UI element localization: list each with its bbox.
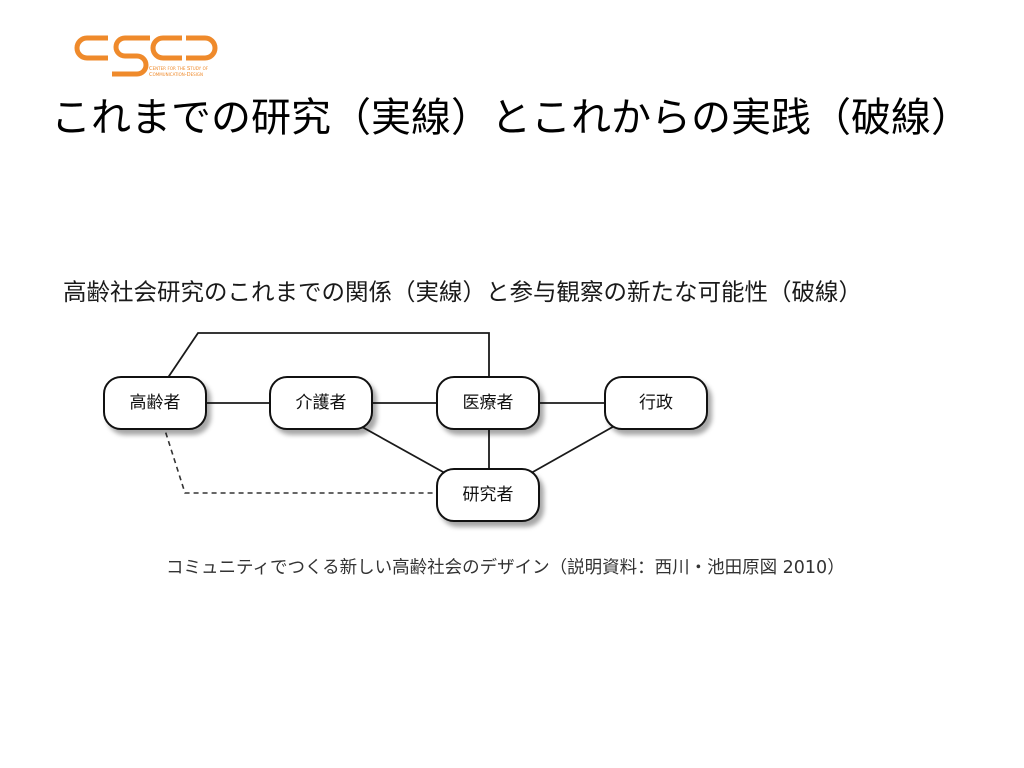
edge-caregiver-researcher <box>354 422 453 478</box>
logo-letter-c <box>74 35 108 61</box>
diagram-heading: 高齢社会研究のこれまでの関係（実線）と参与観察の新たな可能性（破線） <box>63 278 862 306</box>
diagram-edges <box>162 332 626 494</box>
logo-letter-c-second <box>150 35 182 61</box>
logo-letter-d <box>186 35 218 61</box>
edge-elderly-medical <box>162 332 490 386</box>
edge-elderly-researcher <box>162 423 440 494</box>
figure-caption: コミュニティでつくる新しい高齢社会のデザイン（説明資料：西川・池田原図 2010… <box>166 558 845 578</box>
logo-tagline-line2: Communication-Design <box>149 72 203 78</box>
cscd-logo: Center for the Study of Communication-De… <box>70 30 220 82</box>
logo-tagline-line1: Center for the Study of <box>149 66 209 72</box>
node-administration: 行政 <box>604 376 708 430</box>
node-researcher: 研究者 <box>436 468 540 522</box>
slide-title: これまでの研究（実線）とこれからの実践（破線） <box>51 95 971 141</box>
relationship-diagram: 高齢者 介護者 医療者 行政 研究者 <box>90 320 730 540</box>
node-caregiver: 介護者 <box>269 376 373 430</box>
logo-letter-s <box>112 35 150 77</box>
cscd-logo-mark <box>74 35 218 77</box>
node-medical-staff: 医療者 <box>436 376 540 430</box>
node-elderly: 高齢者 <box>103 376 207 430</box>
edge-administration-researcher <box>523 419 626 478</box>
